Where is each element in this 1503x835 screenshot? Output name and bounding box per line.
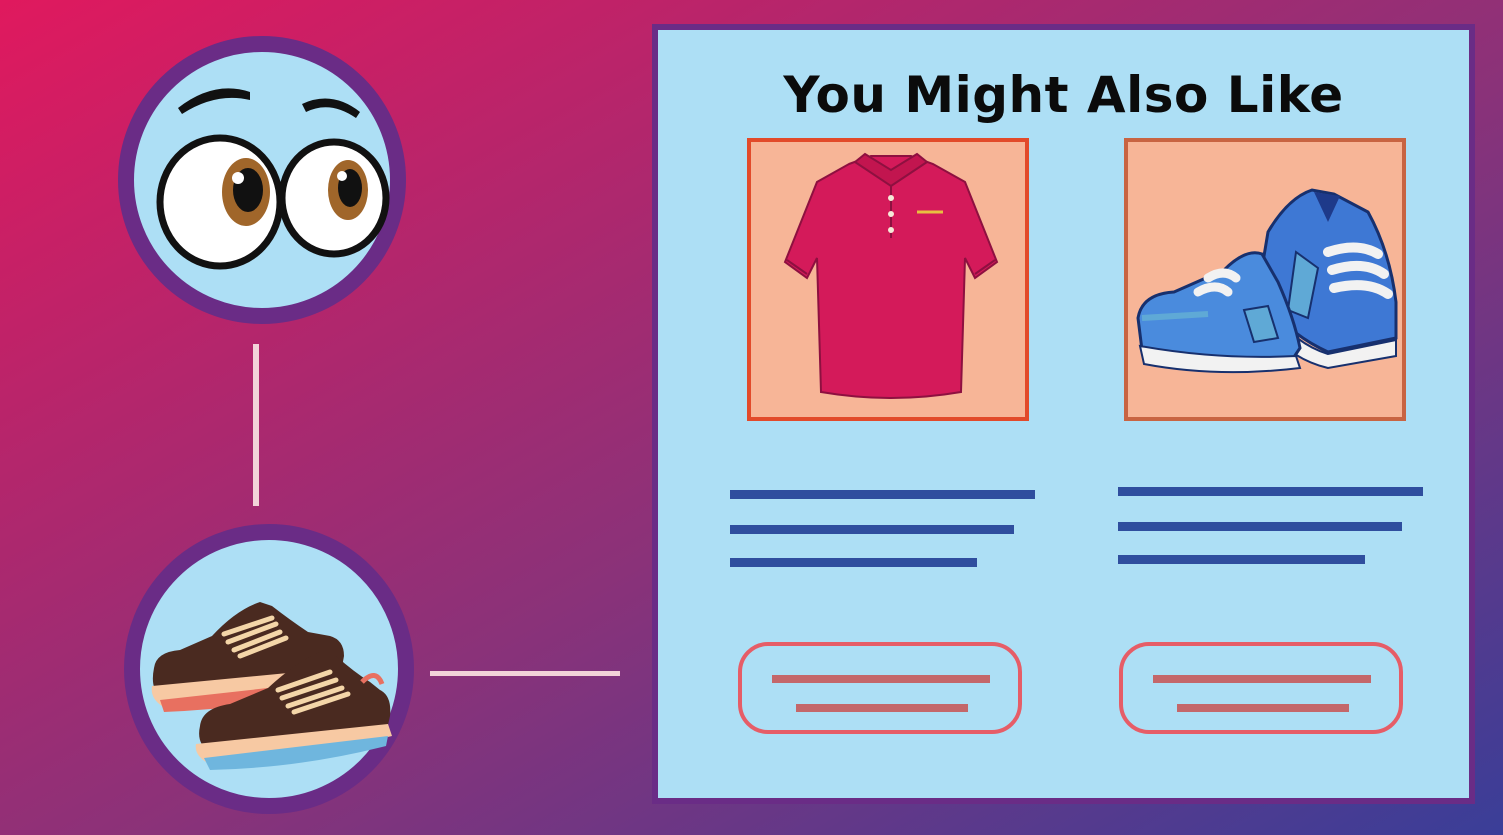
product-2-description-line <box>1118 555 1365 564</box>
button-label-line <box>1153 675 1371 683</box>
product-image-polo-shirt[interactable] <box>747 138 1029 421</box>
product-2-action-button[interactable] <box>1119 642 1403 734</box>
blue-sneakers-icon <box>1136 188 1398 374</box>
eyes-circle <box>118 36 406 324</box>
vertical-connector-line <box>253 344 259 506</box>
product-1-action-button[interactable] <box>738 642 1022 734</box>
product-1-description-line <box>730 490 1035 499</box>
button-label-line <box>1177 704 1349 712</box>
product-1-description-line <box>730 558 977 567</box>
panel-title: You Might Also Like <box>783 66 1344 124</box>
button-label-line <box>796 704 968 712</box>
recommendations-panel: You Might Also Like <box>652 24 1475 804</box>
horizontal-connector-line <box>430 671 620 676</box>
polo-shirt-icon <box>783 152 999 399</box>
product-image-blue-sneakers[interactable] <box>1124 138 1406 421</box>
product-2-description-line <box>1118 487 1423 496</box>
product-2-description-line <box>1118 522 1402 531</box>
cartoon-eyes-icon <box>156 88 390 270</box>
brown-sneakers-icon <box>151 602 392 770</box>
button-label-line <box>772 675 990 683</box>
product-1-description-line <box>730 525 1014 534</box>
sneakers-circle <box>124 524 414 814</box>
